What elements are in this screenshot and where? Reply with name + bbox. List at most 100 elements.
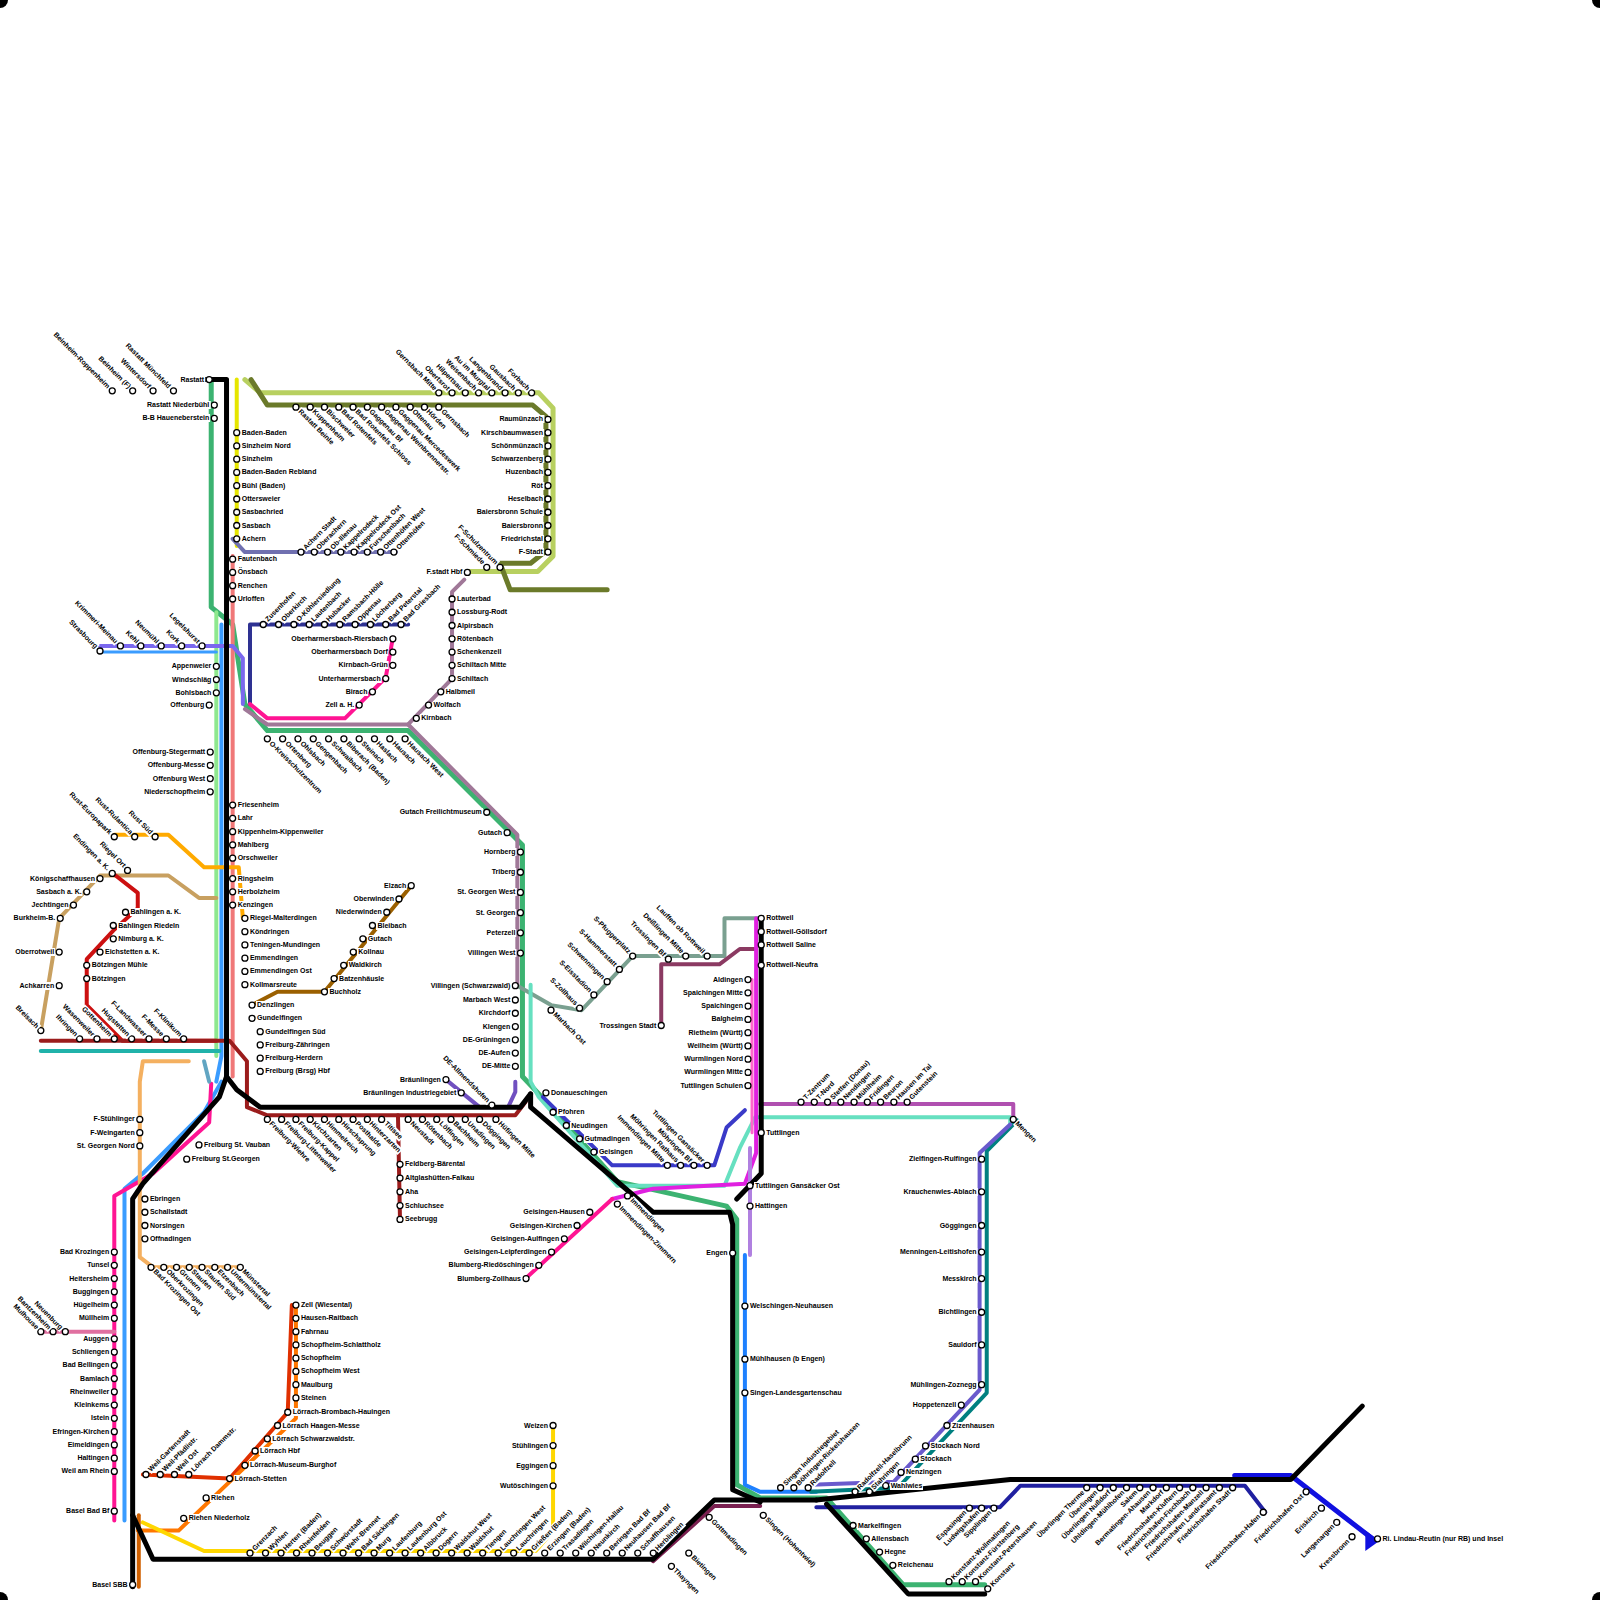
rail-line xyxy=(87,874,217,1040)
station-dot xyxy=(545,456,551,462)
station-label: Schliengen xyxy=(71,1348,110,1356)
station-label: Emmendingen xyxy=(249,954,299,962)
station-label: Stockach Nord xyxy=(930,1442,981,1450)
station-dot xyxy=(438,689,444,695)
station-label: Lörrach Haagen-Messe xyxy=(282,1422,361,1430)
station-dot xyxy=(526,1550,532,1556)
station-dot xyxy=(291,621,297,627)
station-dot xyxy=(991,1505,997,1511)
station-dot xyxy=(207,776,213,782)
station-dot xyxy=(351,549,357,555)
station-dot xyxy=(257,1029,263,1035)
station-dot xyxy=(745,1016,751,1022)
station-dot xyxy=(325,1550,331,1556)
station-label: Orschweiler xyxy=(237,854,279,862)
station-dot xyxy=(550,1463,556,1469)
station-dot xyxy=(825,1099,831,1105)
station-label: Schönmünzach xyxy=(490,442,544,450)
station-dot xyxy=(545,443,551,449)
station-dot xyxy=(234,483,240,489)
station-dot xyxy=(443,1077,449,1083)
station-label: Gutmadingen xyxy=(584,1135,631,1143)
station-label: Urloffen xyxy=(237,595,266,603)
station-dot xyxy=(397,1161,403,1167)
station-label: Donaueschingen xyxy=(550,1089,608,1097)
station-dot xyxy=(123,909,129,915)
station-label: Schopfheim xyxy=(300,1354,342,1362)
station-label: Oberharmersbach-Riersbach xyxy=(290,635,388,643)
station-dot xyxy=(203,1495,209,1501)
station-label: Wolfach xyxy=(433,701,462,709)
station-dot xyxy=(234,469,240,475)
station-dot xyxy=(142,1223,148,1229)
station-label: Kollmarsreute xyxy=(249,981,298,989)
station-label: Trossingen Bf xyxy=(628,919,668,959)
station-dot xyxy=(171,1471,177,1477)
station-dot xyxy=(369,689,375,695)
station-label: Eimeldingen xyxy=(67,1441,111,1449)
station-dot xyxy=(512,1063,518,1069)
station-label: Freiburg-Herdern xyxy=(264,1054,324,1062)
station-dot xyxy=(234,536,240,542)
station-dot xyxy=(852,1489,858,1495)
station-label: Pfohren xyxy=(557,1108,585,1116)
station-dot xyxy=(542,1550,548,1556)
station-label: Norsingen xyxy=(149,1222,186,1230)
station-dot xyxy=(449,676,455,682)
station-dot xyxy=(497,564,503,570)
station-dot xyxy=(260,621,266,627)
station-dot xyxy=(502,390,508,396)
station-dot xyxy=(745,1069,751,1075)
station-label: Krauchenwies-Ablach xyxy=(902,1188,977,1196)
station-label: Villingen West xyxy=(467,949,517,957)
station-label: Gutach xyxy=(367,935,393,943)
station-dot xyxy=(745,990,751,996)
station-label: Kollnau xyxy=(357,948,385,956)
station-dot xyxy=(111,1402,117,1408)
station-dot xyxy=(207,762,213,768)
station-dot xyxy=(158,643,164,649)
station-label: Riegel-Malterdingen xyxy=(249,914,318,922)
rail-line xyxy=(41,1041,400,1220)
station-label: Mengen xyxy=(1013,1119,1039,1145)
station-dot xyxy=(1303,1489,1309,1495)
station-dot xyxy=(211,402,217,408)
station-dot xyxy=(413,715,419,721)
rail-line xyxy=(748,1148,752,1255)
station-label: Rastatt Niederbühl xyxy=(146,401,210,409)
station-label: DE-Aufen xyxy=(477,1049,511,1057)
station-label: Schallstadt xyxy=(149,1208,188,1216)
station-label: Lörrach-Museum-Burghof xyxy=(249,1461,337,1469)
station-label: Bad Krozingen xyxy=(59,1248,110,1256)
station-label: Rottweil-Neufra xyxy=(765,961,819,969)
station-dot xyxy=(543,1090,549,1096)
station-dot xyxy=(512,997,518,1003)
station-dot xyxy=(111,1302,117,1308)
station-label: Altglashütten-Falkau xyxy=(404,1174,475,1182)
station-dot xyxy=(704,1162,710,1168)
station-dot xyxy=(242,942,248,948)
station-label: Raumünzach xyxy=(498,415,544,423)
station-dot xyxy=(56,949,62,955)
station-dot xyxy=(1375,1536,1381,1542)
station-dot xyxy=(321,989,327,995)
station-dot xyxy=(791,1485,797,1491)
station-dot xyxy=(391,549,397,555)
rail-line xyxy=(250,624,408,704)
station-dot xyxy=(545,416,551,422)
station-dot xyxy=(293,1355,299,1361)
station-dot xyxy=(285,1409,291,1415)
station-label: Bahlingen Riedeln xyxy=(117,922,180,930)
station-label: Menningen-Leitishofen xyxy=(899,1248,978,1256)
station-dot xyxy=(111,1262,117,1268)
station-label: Blumberg-Zollhaus xyxy=(456,1275,522,1283)
station-label: Offnadingen xyxy=(149,1235,192,1243)
station-dot xyxy=(1163,1485,1169,1491)
station-label: Tunsel xyxy=(86,1261,110,1269)
station-label: Schopfheim West xyxy=(300,1367,361,1375)
rail-line xyxy=(140,1061,241,1267)
station-dot xyxy=(561,1236,567,1242)
station-dot xyxy=(186,1471,192,1477)
station-dot xyxy=(50,1329,56,1335)
